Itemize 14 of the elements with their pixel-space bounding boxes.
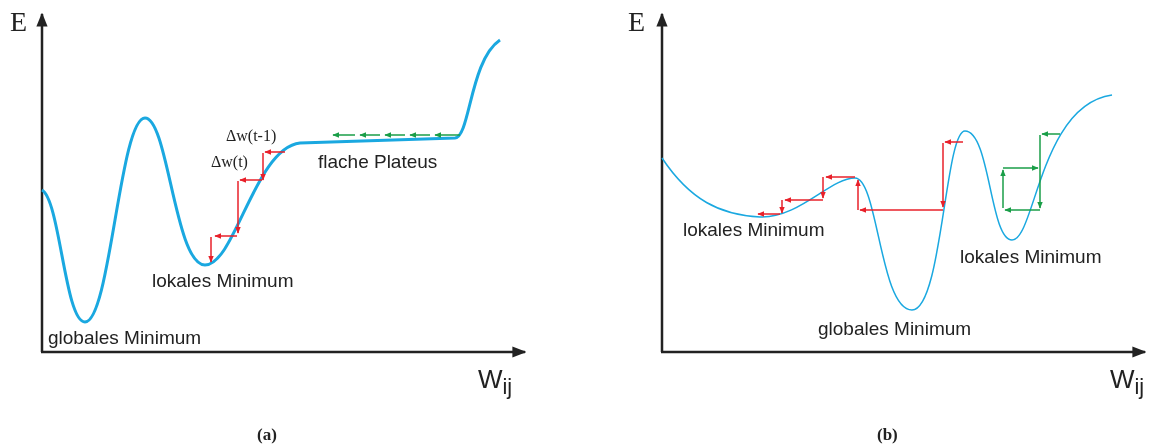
panel-label: (a) (257, 426, 277, 443)
region-label: globales Minimum (48, 328, 202, 347)
step-label: Δw(t-1) (226, 128, 277, 144)
step-label: Δw(t) (211, 154, 248, 170)
axis-label: W$_{ij}$ (1110, 366, 1145, 398)
axis-label: E (628, 8, 646, 36)
panel-label: (b) (877, 426, 898, 443)
region-label: flache Plateus (318, 152, 438, 171)
region-label: lokales Minimum (960, 247, 1102, 266)
axis-label: W$_{ij}$ (478, 366, 513, 398)
region-label: lokales Minimum (152, 271, 294, 290)
region-label: globales Minimum (818, 319, 972, 338)
axis-label: E (10, 8, 28, 36)
region-label: lokales Minimum (683, 220, 825, 239)
